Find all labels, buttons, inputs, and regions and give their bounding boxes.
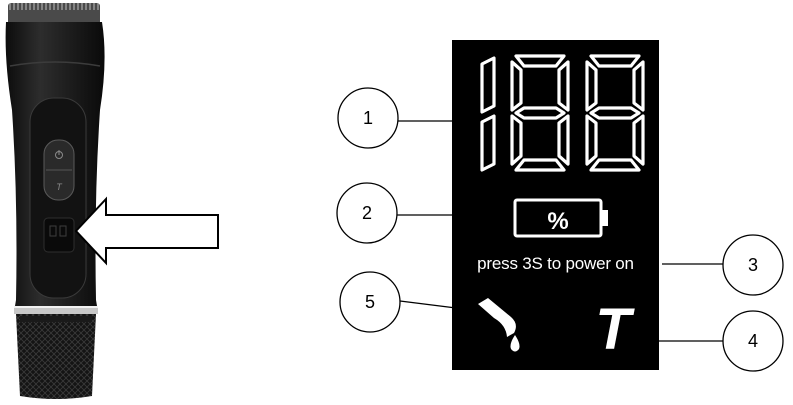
callout-line-5	[399, 300, 473, 311]
callout-circle-5	[339, 271, 401, 333]
blade-teeth	[9, 3, 99, 10]
callout-number-2: 2	[361, 203, 372, 223]
callout-circle-3	[722, 234, 784, 296]
callout-circle-1	[337, 87, 399, 149]
digit-8-b	[585, 54, 645, 172]
oil-drop-icon	[478, 298, 520, 352]
clipper-blade	[8, 3, 100, 25]
knurled-base	[16, 314, 96, 399]
silver-ring	[14, 306, 98, 314]
seven-segment-digits	[480, 54, 645, 172]
power-on-instruction: press 3S to power on	[477, 254, 634, 273]
lcd-display-panel	[452, 40, 659, 370]
turbo-t-icon: T	[595, 297, 635, 362]
device-display-window	[43, 217, 75, 253]
battery-icon: %	[513, 198, 608, 238]
callout-number-5: 5	[364, 292, 375, 312]
callout-number-1: 1	[362, 108, 373, 128]
callout-circles	[336, 87, 784, 372]
callout-circle-2	[336, 182, 398, 244]
callout-number-3: 3	[747, 255, 758, 275]
svg-text:T: T	[56, 182, 63, 192]
callout-number-4: 4	[747, 331, 758, 351]
hollow-arrow-left-icon	[74, 196, 219, 266]
digit-1	[480, 56, 496, 172]
battery-percent-symbol: %	[547, 208, 568, 235]
callout-circle-4	[722, 310, 784, 372]
hair-clipper-device: T	[5, 3, 105, 399]
head-seam	[9, 61, 101, 67]
digit-8-a	[510, 54, 570, 172]
callout-lines	[397, 120, 723, 342]
